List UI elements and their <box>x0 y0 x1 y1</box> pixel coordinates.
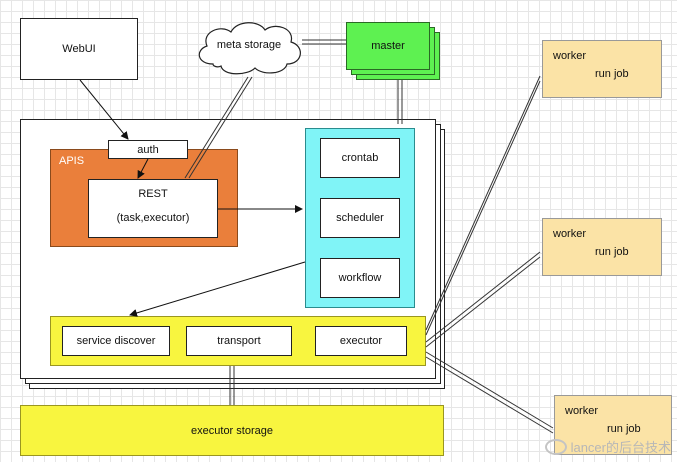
scheduler-box: scheduler <box>320 198 400 238</box>
service-discover-box: service discover <box>62 326 170 356</box>
watermark-text: lancer的后台技术 <box>570 440 671 455</box>
worker-job: run job <box>595 68 629 80</box>
meta-storage-label: meta storage <box>216 39 282 51</box>
executor-storage-box: executor storage <box>20 405 444 456</box>
rest-title: REST <box>138 188 168 200</box>
link-services-worker-3 <box>425 351 554 434</box>
wechat-icon <box>544 438 567 455</box>
scheduler-label: scheduler <box>336 212 384 224</box>
executor-box: executor <box>315 326 407 356</box>
rest-subtitle: (task,executor) <box>116 212 190 224</box>
webui-label: WebUI <box>62 43 96 55</box>
executor-storage-label: executor storage <box>191 424 273 437</box>
workflow-box: workflow <box>320 258 400 298</box>
auth-box: auth <box>108 140 188 159</box>
crontab-label: crontab <box>341 152 379 164</box>
watermark: lancer的后台技术 <box>544 437 671 456</box>
executor-label: executor <box>339 335 383 347</box>
crontab-box: crontab <box>320 138 400 178</box>
transport-box: transport <box>186 326 292 356</box>
master-box: master <box>346 22 430 70</box>
rest-box: REST (task,executor) <box>88 179 218 238</box>
transport-label: transport <box>217 335 261 347</box>
worker-title: worker <box>553 228 587 240</box>
master-label: master <box>371 40 405 52</box>
cloud-shape <box>198 22 301 75</box>
meta-storage-cloud: meta storage <box>193 18 305 78</box>
worker-title: worker <box>565 405 599 417</box>
link-master-node <box>397 80 403 124</box>
worker-job: run job <box>607 423 641 435</box>
apis-label: APIS <box>59 155 85 167</box>
auth-label: auth <box>137 143 159 156</box>
link-metastorage-master <box>302 39 346 45</box>
service-discover-label: service discover <box>76 335 156 347</box>
webui-box: WebUI <box>20 18 138 80</box>
worker-box-1: worker run job <box>542 40 662 98</box>
workflow-label: workflow <box>338 272 382 284</box>
worker-title: worker <box>553 50 587 62</box>
worker-job: run job <box>595 246 629 258</box>
worker-box-2: worker run job <box>542 218 662 276</box>
worker-box-3: worker run job <box>554 395 672 455</box>
